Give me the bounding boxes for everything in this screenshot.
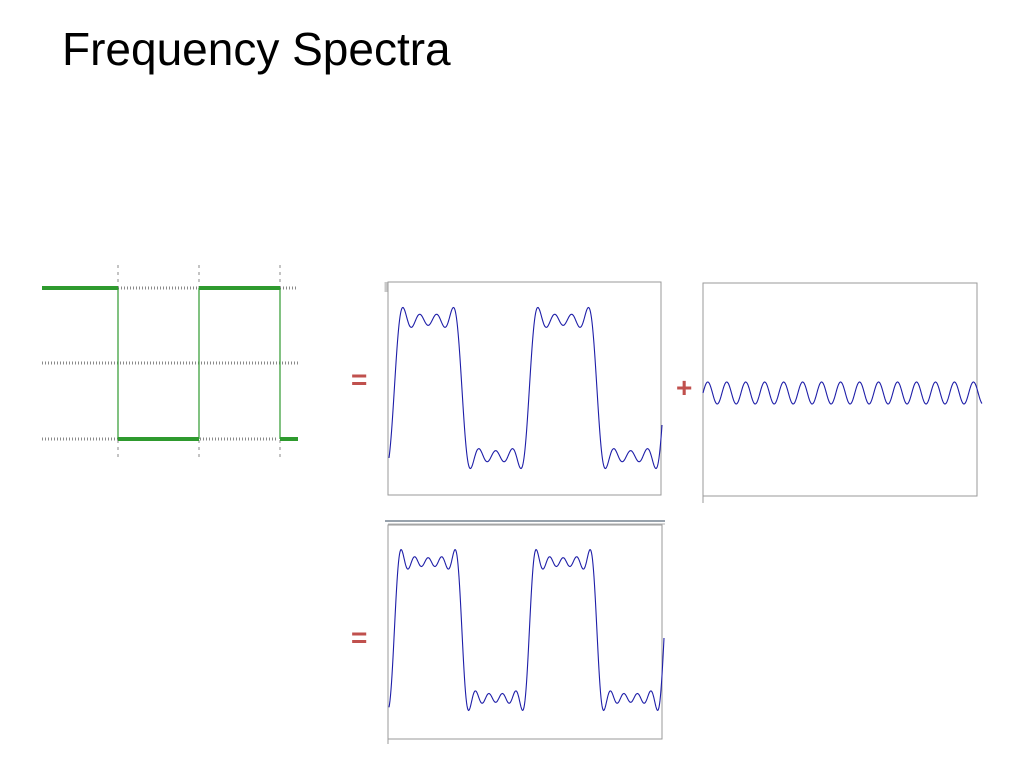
plot-frame	[387, 524, 663, 740]
square-wave-icon	[42, 265, 298, 460]
partial-sum-plot	[384, 281, 663, 496]
result-plot	[385, 520, 665, 744]
plot-frame	[387, 281, 662, 496]
result-wave	[388, 548, 665, 712]
plus-sign: +	[676, 372, 693, 403]
partial-sum-wave	[388, 306, 663, 470]
level-guides	[42, 286, 298, 441]
plot-frame	[702, 282, 978, 497]
harmonic-wave	[702, 381, 983, 405]
square-wave-edges	[117, 288, 281, 439]
equals-sign-1: =	[351, 364, 368, 395]
harmonic-plot	[702, 282, 983, 503]
slide-title: Frequency Spectra	[62, 23, 451, 75]
equals-sign-2: =	[351, 622, 368, 653]
square-wave-levels	[42, 286, 298, 441]
